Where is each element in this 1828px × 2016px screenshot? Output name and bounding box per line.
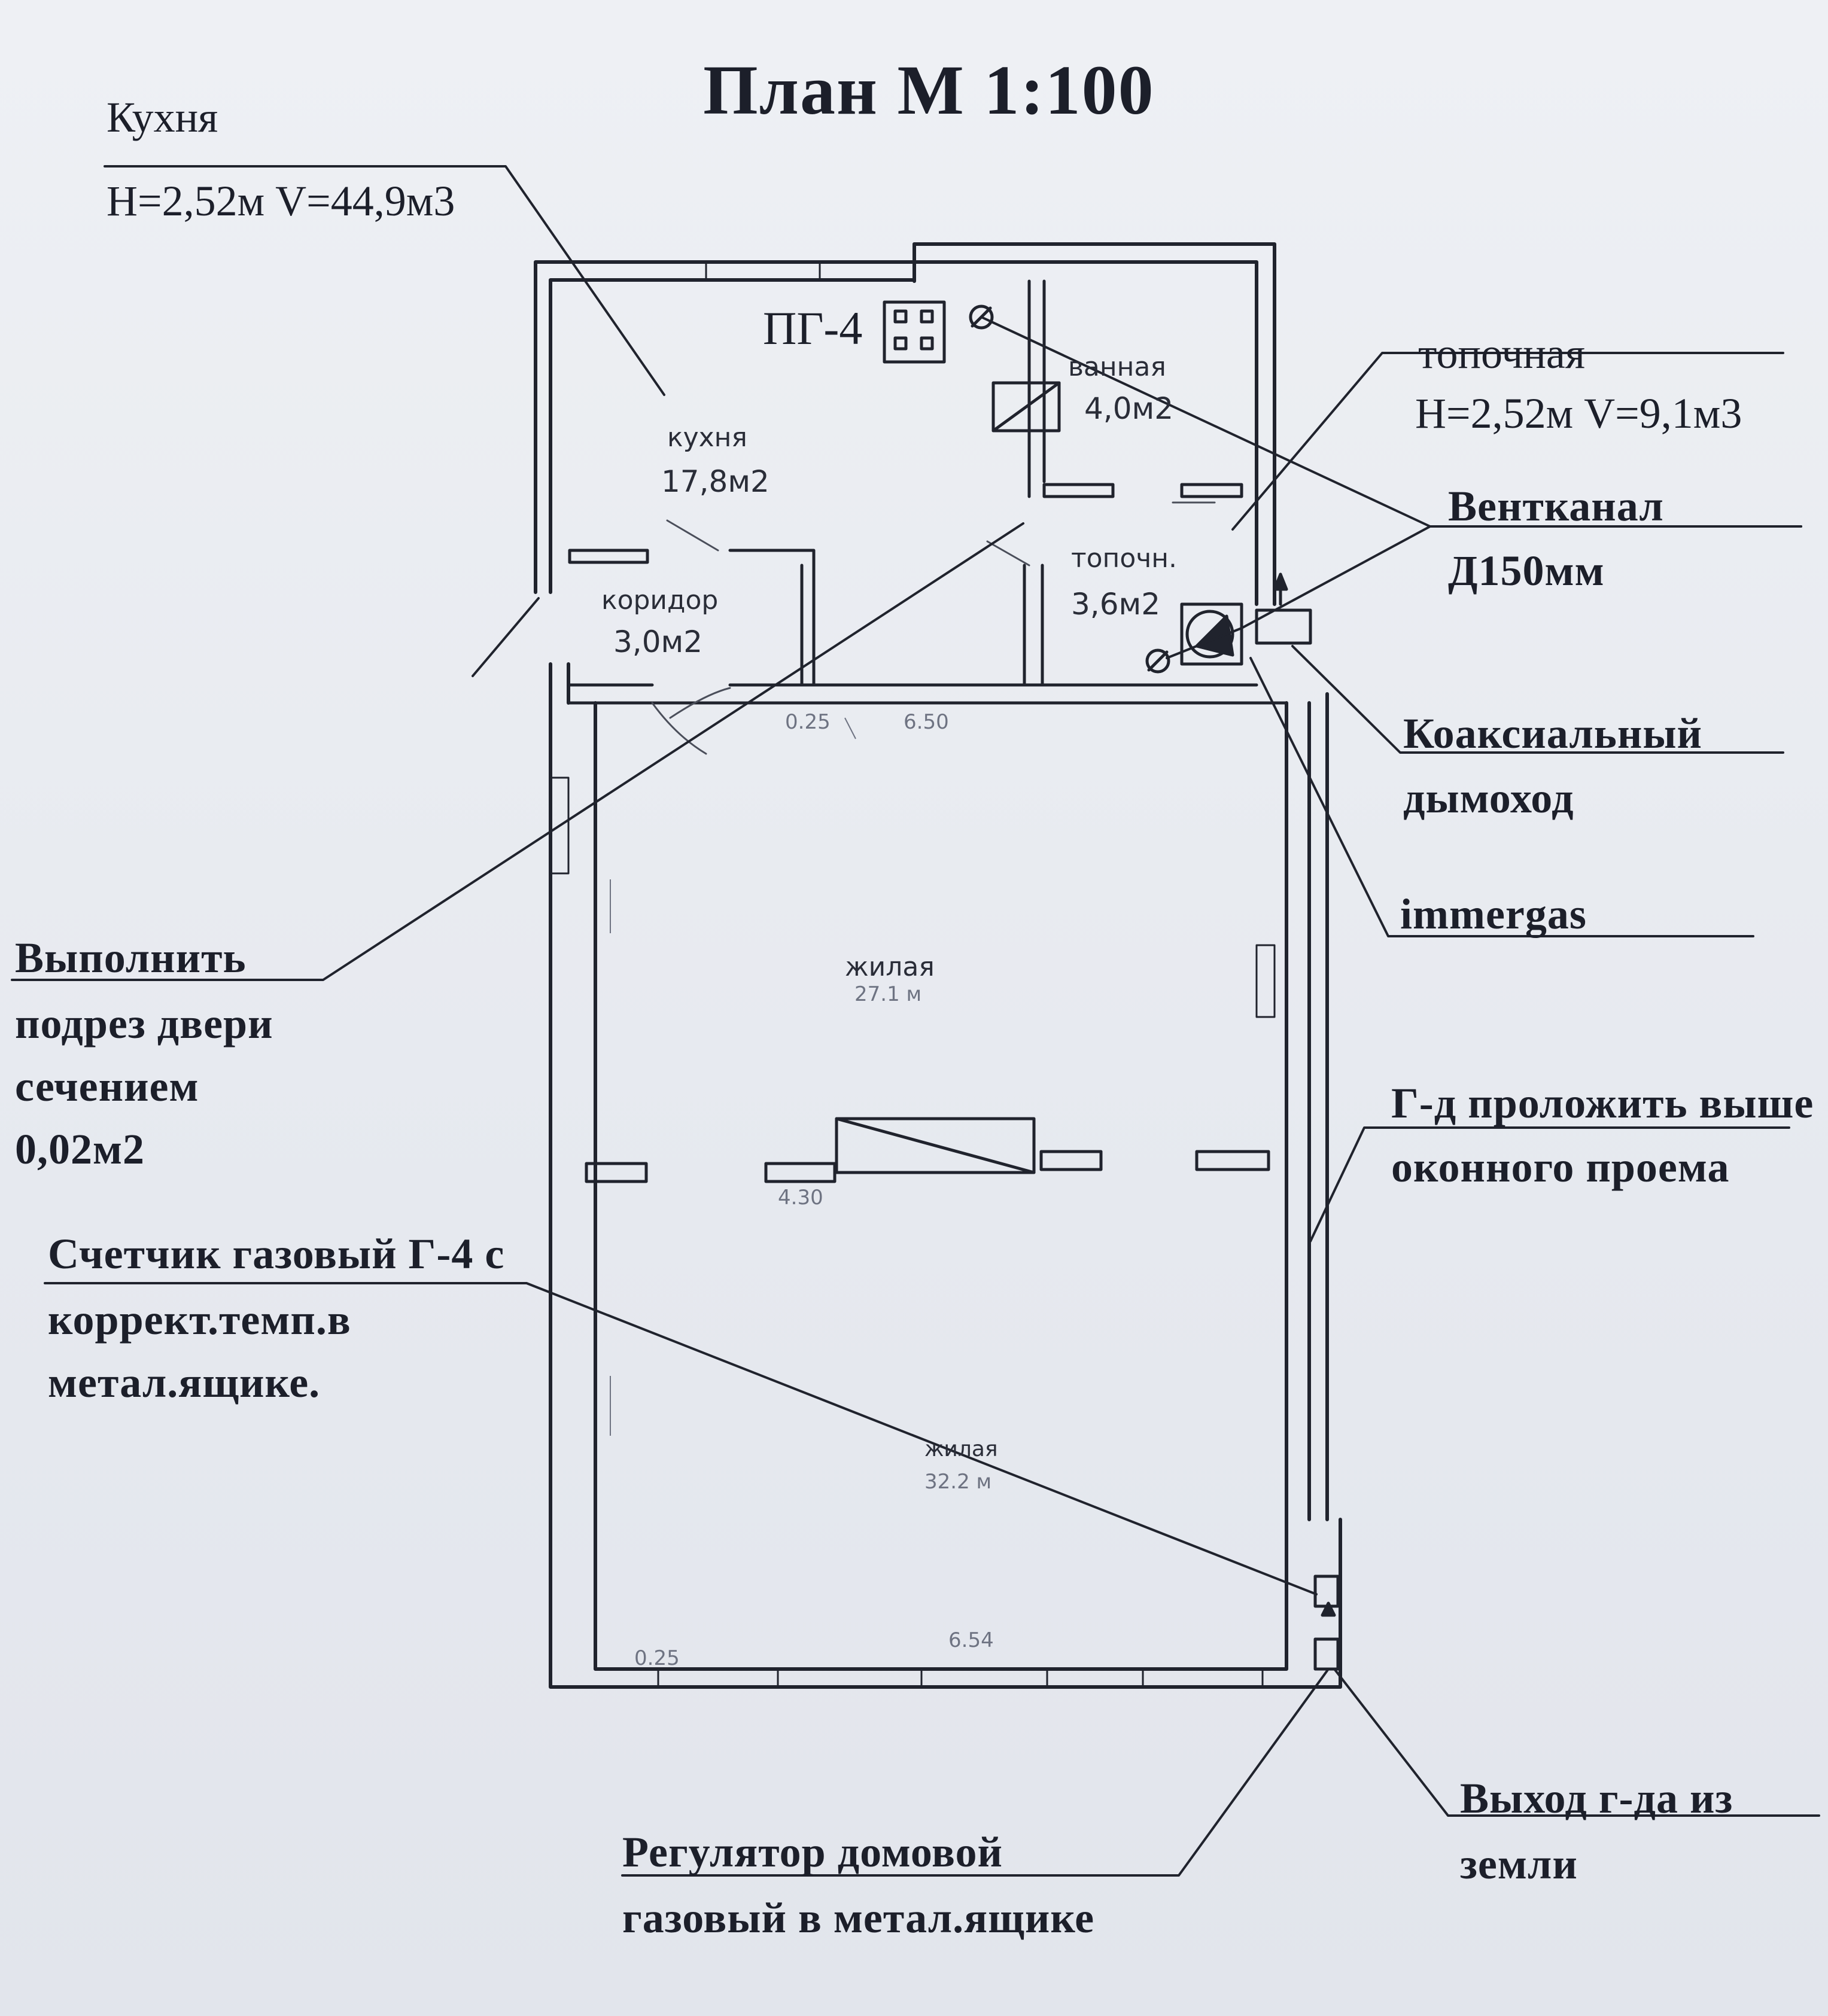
leader-lines <box>11 165 1820 1877</box>
boiler-symbol <box>1180 572 1312 666</box>
room-corridor-area: 3,0м2 <box>613 625 703 659</box>
room-furnace-area: 3,6м2 <box>1071 587 1161 622</box>
dimension-ticks <box>610 717 856 1436</box>
chimney-note-line1: Коаксиальный <box>1403 709 1703 757</box>
kitchen-note-name: Кухня <box>107 93 218 141</box>
boiler-brand: immergas <box>1400 890 1587 938</box>
regulator-note-line2: газовый в метал.ящике <box>622 1894 1095 1942</box>
room-kitchen-area: 17,8м2 <box>661 464 769 499</box>
door-note-line4: 0,02м2 <box>15 1125 145 1173</box>
furnace-note-params: H=2,52м V=9,1м3 <box>1415 389 1742 437</box>
furnace-note-name: топочная <box>1418 330 1585 377</box>
outlet-note-line1: Выход г-да из <box>1460 1774 1733 1822</box>
room-furnace-name: топочн. <box>1071 543 1177 574</box>
room-bathroom-area: 4,0м2 <box>1084 391 1174 426</box>
vent-note-line1: Вентканал <box>1448 482 1664 530</box>
door-note-line2: подрез двери <box>15 1000 273 1047</box>
room-kitchen-name: кухня <box>667 422 747 453</box>
chimney-note-line2: дымоход <box>1403 774 1574 822</box>
plan-title: План М 1:100 <box>703 51 1155 129</box>
vent-note-line2: Д150мм <box>1448 547 1605 595</box>
dim-label-1: 0.25 <box>785 710 831 734</box>
room-bathroom-name: ванная <box>1068 352 1166 382</box>
stove-pg4 <box>883 300 946 364</box>
door-note-line3: сечением <box>15 1062 199 1110</box>
dim-label-2: 6.50 <box>904 710 949 734</box>
room-corridor-name: коридор <box>601 585 719 616</box>
room-living2-name: жилая <box>924 1437 998 1461</box>
room-living1-name: жилая <box>845 952 935 982</box>
meter-note-line1: Счетчик газовый Г-4 с <box>48 1230 505 1278</box>
pipe-note-line2: оконного проема <box>1391 1143 1730 1191</box>
bath-fixture <box>991 381 1061 433</box>
dim-label-5: 4.30 <box>778 1186 823 1210</box>
room-living2-area: 32.2 м <box>924 1470 992 1494</box>
dim-label-3: 0.25 <box>634 1646 680 1670</box>
outlet-note-line2: земли <box>1460 1840 1578 1888</box>
stove-label: ПГ-4 <box>763 302 863 354</box>
windows <box>549 261 1276 1688</box>
room-living1-area: 27.1 м <box>854 982 922 1006</box>
meter-note-line2: коррект.темп.в <box>48 1296 351 1344</box>
pipe-note-line1: Г-д проложить выше <box>1391 1079 1814 1127</box>
meter-note-line3: метал.ящике. <box>48 1359 321 1406</box>
meter-boxes <box>1313 1575 1340 1671</box>
door-note-line1: Выполнить <box>15 934 247 982</box>
dim-label-4: 6.54 <box>948 1628 994 1652</box>
door-arcs <box>651 501 1216 755</box>
regulator-note-line1: Регулятор домовой <box>622 1828 1003 1876</box>
kitchen-note-params: H=2,52м V=44,9м3 <box>107 177 455 225</box>
vent-symbols <box>969 304 1170 674</box>
